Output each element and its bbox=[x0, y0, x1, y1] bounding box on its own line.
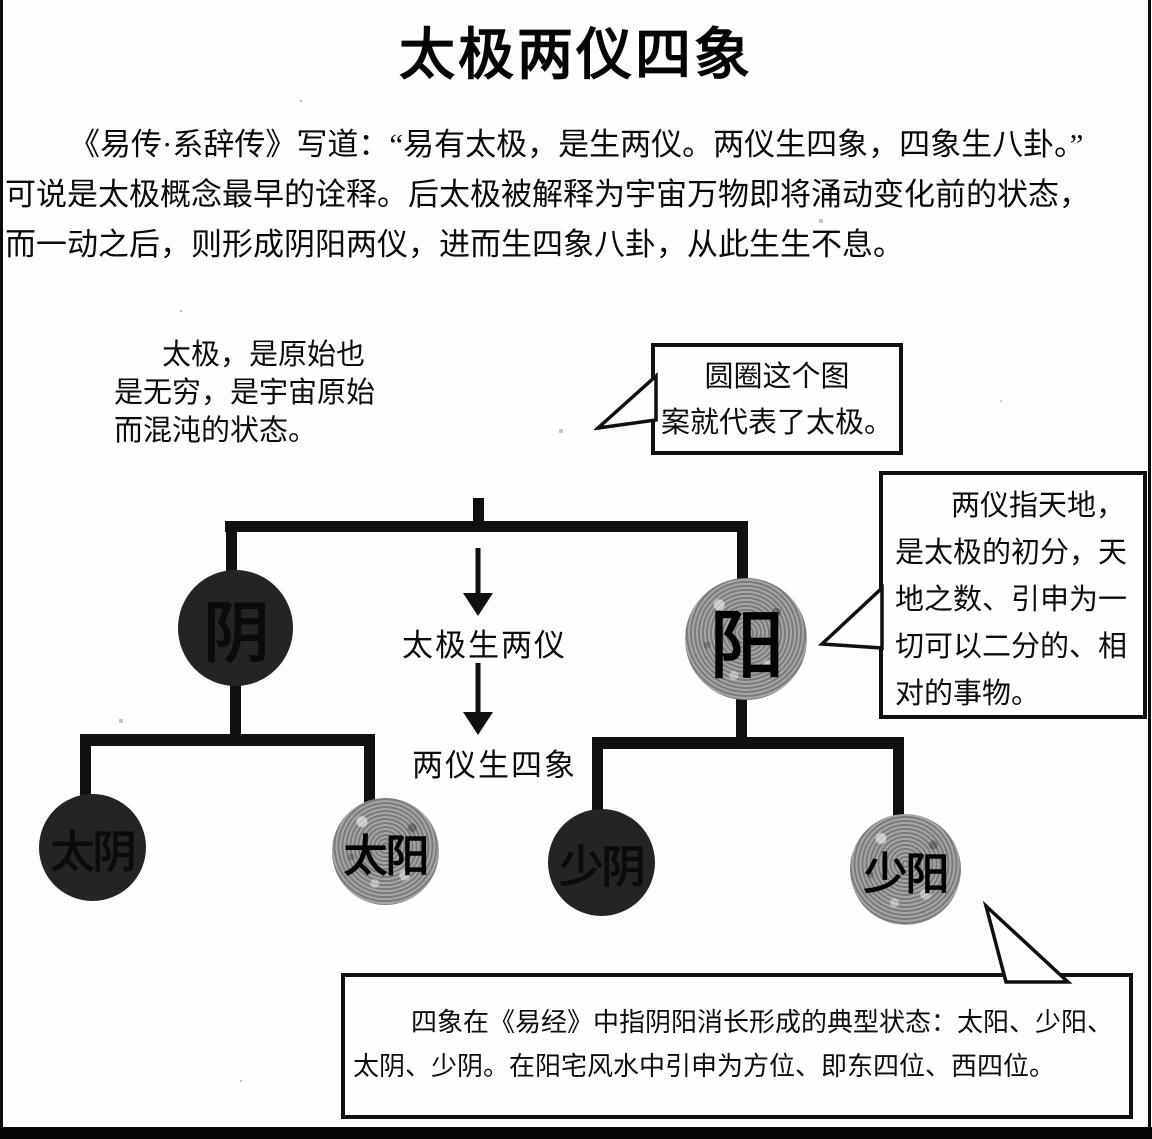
down-arrow-1 bbox=[463, 548, 493, 616]
page-title: 太极两仪四象 bbox=[399, 23, 753, 86]
liangyi-line-5: 对的事物。 bbox=[895, 678, 1041, 710]
node-taiyang: 太阳 bbox=[332, 798, 439, 905]
scan-noise-specks bbox=[300, 100, 302, 102]
node-yang: 阳 bbox=[685, 578, 807, 700]
connector-below-yin bbox=[230, 682, 241, 742]
sixiang-line-1: 四象在《易经》中指阴阳消长形成的典型状态：太阳、少阳、 bbox=[411, 1008, 1114, 1037]
connector-drop-yang bbox=[737, 521, 748, 583]
connector-top-stub bbox=[473, 498, 484, 528]
connector-yang-horizontal bbox=[592, 737, 904, 749]
intro-line-1: 《易传·系辞传》写道：“易有太极，是生两仪。两仪生四象，四象生八卦。” bbox=[69, 127, 1084, 162]
node-taiyin-label: 太阴 bbox=[50, 827, 137, 877]
liangyi-callout: 两仪指天地， 是太极的初分，天 地之数、引申为一 切可以二分的、相 对的事物。 bbox=[879, 471, 1147, 719]
taiji-note-line-3: 而混沌的状态。 bbox=[114, 415, 318, 447]
down-arrow-2 bbox=[463, 663, 493, 735]
connector-drop-yin bbox=[226, 521, 237, 577]
circle-bubble: 圆圈这个图 案就代表了太极。 bbox=[651, 343, 903, 455]
node-shaoyin: 少阴 bbox=[548, 809, 655, 916]
connector-below-yang bbox=[736, 696, 747, 744]
sixiang-callout-tail bbox=[982, 900, 1073, 984]
page-border-right bbox=[1148, 0, 1151, 1139]
connector-yin-horizontal bbox=[80, 734, 375, 746]
node-taiyin: 太阴 bbox=[39, 794, 146, 901]
liangyi-line-1: 两仪指天地， bbox=[951, 490, 1126, 522]
intro-line-3: 而一动之后，则形成阴阳两仪，进而生四象八卦，从此生生不息。 bbox=[5, 227, 904, 262]
taiji-note-line-1: 太极，是原始也 bbox=[162, 339, 366, 371]
connector-drop-shaoyin bbox=[592, 737, 603, 813]
node-shaoyin-label: 少阴 bbox=[559, 842, 646, 892]
circle-bubble-line-1: 圆圈这个图 bbox=[704, 361, 850, 393]
intro-line-2: 可说是太极概念最早的诠释。后太极被解释为宇宙万物即将涌动变化前的状态， bbox=[5, 177, 1090, 212]
sixiang-line-2: 太阴、少阴。在阳宅风水中引申为方位、即东四位、西四位。 bbox=[353, 1052, 1056, 1081]
connector-drop-taiyin bbox=[80, 734, 91, 798]
node-shaoyang: 少阳 bbox=[850, 814, 961, 925]
node-yin: 阴 bbox=[178, 570, 293, 686]
node-yin-label: 阴 bbox=[203, 598, 270, 671]
circle-bubble-line-2: 案就代表了太极。 bbox=[660, 407, 893, 439]
connector-main-horizontal bbox=[225, 521, 748, 532]
page-border-left bbox=[0, 0, 3, 1139]
sixiang-callout: 四象在《易经》中指阴阳消长形成的典型状态：太阳、少阳、 太阴、少阴。在阳宅风水中… bbox=[341, 973, 1133, 1119]
liangyi-line-3: 地之数、引申为一 bbox=[895, 584, 1128, 616]
liangyi-callout-tail bbox=[817, 583, 884, 650]
circle-bubble-tail bbox=[594, 372, 658, 431]
taiji-definition-note: 太极，是原始也 是无穷，是宇宙原始 而混沌的状态。 bbox=[114, 336, 384, 450]
step-label-taiji-to-liangyi: 太极生两仪 bbox=[402, 628, 567, 663]
connector-drop-taiyang bbox=[364, 734, 375, 804]
intro-paragraph: 《易传·系辞传》写道：“易有太极，是生两仪。两仪生四象，四象生八卦。” 可说是太… bbox=[5, 120, 1148, 270]
liangyi-line-4: 切可以二分的、相 bbox=[895, 631, 1128, 663]
node-taiyang-label: 太阳 bbox=[343, 831, 430, 881]
liangyi-line-2: 是太极的初分，天 bbox=[895, 537, 1128, 569]
node-shaoyang-label: 少阳 bbox=[863, 849, 950, 899]
page-border-bottom bbox=[0, 1127, 1152, 1139]
step-label-liangyi-to-sixiang: 两仪生四象 bbox=[412, 748, 577, 783]
taiji-note-line-2: 是无穷，是宇宙原始 bbox=[114, 377, 376, 409]
node-yang-label: 阳 bbox=[710, 605, 784, 688]
connector-drop-shaoyang bbox=[893, 737, 904, 819]
